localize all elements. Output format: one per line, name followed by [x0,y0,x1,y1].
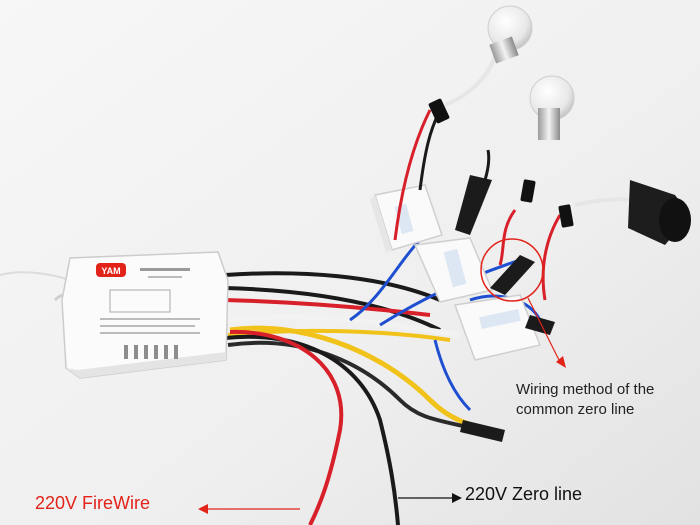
wiring-arrow-line [527,297,561,363]
led-driver-2 [413,237,494,303]
red-wire-top [224,298,431,317]
wiring-method-line-1: Wiring method of the [516,381,655,398]
remote-controller-box: YAM [61,251,229,379]
brand-logo [96,263,126,277]
firewire-arrow-head [198,504,208,514]
zero-line-connector [490,255,535,295]
led-spotlight-2 [529,75,575,140]
wiring-arrow-head [556,356,566,368]
firewire-wire [229,329,344,525]
yellow-wire-connector [460,420,505,442]
wiring-method-line-2: common zero line [516,401,635,418]
bulb2-connector [520,179,536,203]
led-spotlight-1 [487,5,533,64]
center-connector [455,175,492,235]
white-wire [227,314,461,338]
blue-wire-1 [349,238,422,322]
input-cord [0,271,71,281]
black-wire-loop [227,340,481,432]
firewire-annotation: 220V FireWire [35,493,151,513]
bulb1-red-wire [393,109,432,241]
common-zero-circle-marker [480,238,544,302]
led-spotlight-3 [628,180,691,245]
blue-wire-3 [433,339,472,412]
wiring-method-annotation: Wiring method of the common zero line [516,380,686,420]
bulb3-connector [558,204,574,228]
zero-arrow-head [452,493,462,503]
black-wire-2 [224,286,441,332]
brand-logo-text: YAM [101,266,120,276]
black-wire-1 [224,271,441,302]
zero-line-annotation: 220V Zero line [465,484,583,504]
vent-slots [124,345,178,359]
bulb1-connector [428,98,450,124]
